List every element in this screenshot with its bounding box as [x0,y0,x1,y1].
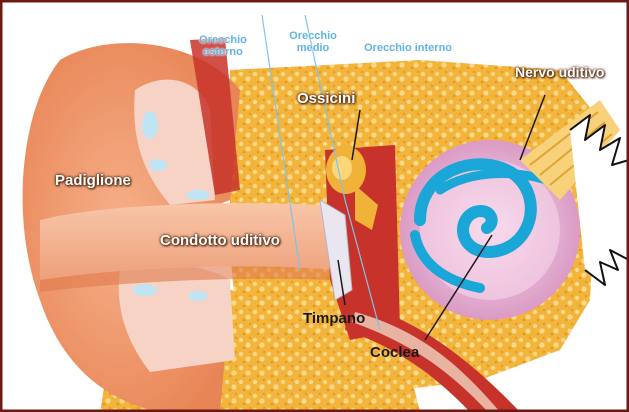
label-ossicini: Ossicini [297,90,355,107]
label-orecchio-medio-line2: medio [278,42,348,54]
label-orecchio-esterno: Orecchio esterno [188,34,258,58]
label-orecchio-medio-line1: Orecchio [278,30,348,42]
label-condotto-uditivo: Condotto uditivo [160,232,280,249]
label-padiglione: Padiglione [55,172,131,189]
label-orecchio-esterno-line2: esterno [188,46,258,58]
label-nervo-uditivo: Nervo uditivo [515,64,604,80]
label-timpano: Timpano [303,310,365,327]
label-orecchio-medio: Orecchio medio [278,30,348,54]
label-orecchio-interno: Orecchio interno [364,42,452,54]
label-coclea: Coclea [370,344,419,361]
label-orecchio-esterno-line1: Orecchio [188,34,258,46]
